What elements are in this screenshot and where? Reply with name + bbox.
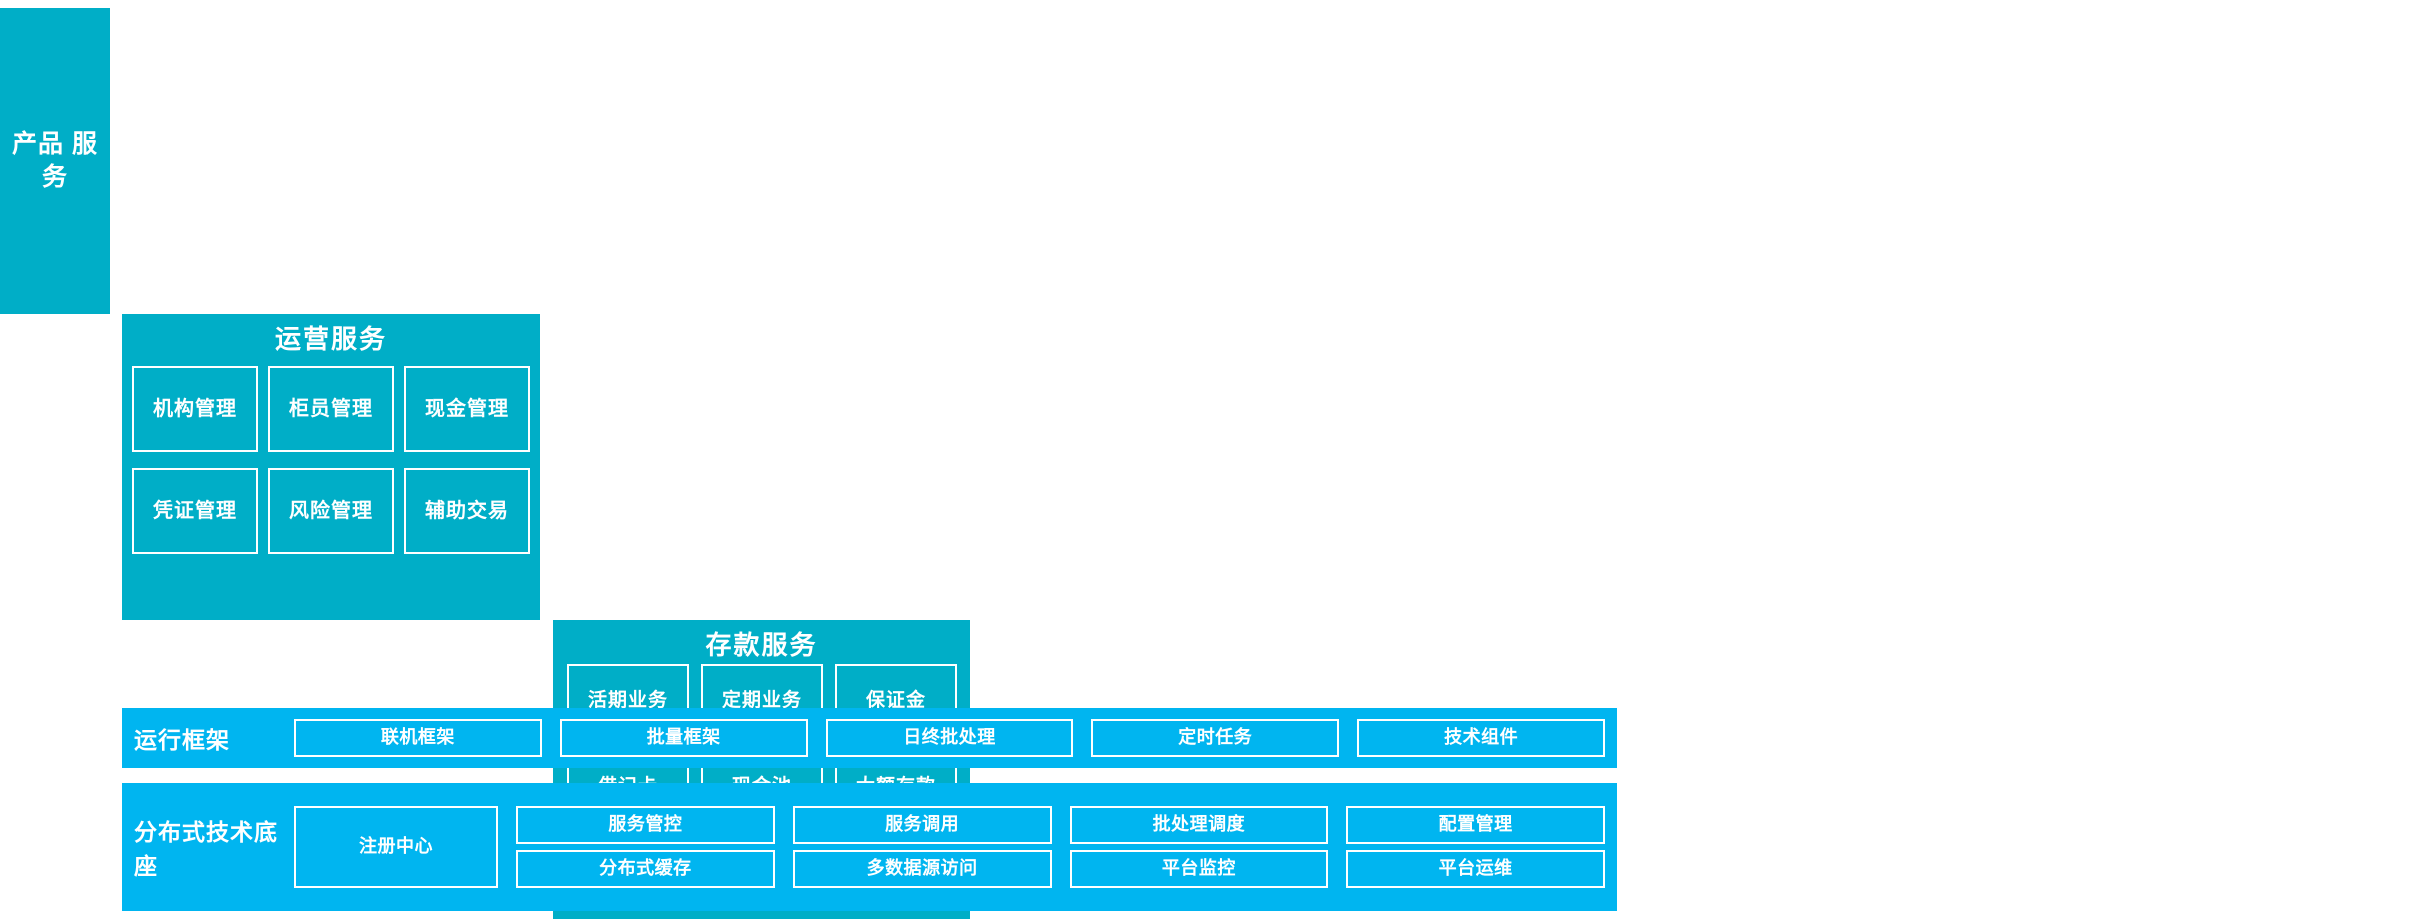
operation-service-tiles: 机构管理 柜员管理 现金管理 凭证管理 风险管理 辅助交易 <box>132 366 530 554</box>
tile-foundation[interactable]: 多数据源访问 <box>792 850 1052 888</box>
rail-line: 产品 <box>12 130 65 158</box>
rail-product-service-label: 产品 服务 <box>0 128 110 194</box>
tile-operation[interactable]: 柜员管理 <box>268 366 394 452</box>
tile-foundation[interactable]: 配置管理 <box>1346 806 1605 844</box>
distributed-foundation-row: 分布式技术底座 注册中心 服务管控 服务调用 批处理调度 配置管理 分布式缓存 … <box>122 783 1617 911</box>
tile-runtime[interactable]: 技术组件 <box>1357 719 1605 757</box>
runtime-framework-label: 运行框架 <box>134 727 230 753</box>
tile-operation[interactable]: 现金管理 <box>404 366 530 452</box>
tile-runtime[interactable]: 批量框架 <box>559 719 808 757</box>
runtime-framework-row: 运行框架 联机框架 批量框架 日终批处理 定时任务 技术组件 <box>122 708 1617 768</box>
tile-runtime[interactable]: 定时任务 <box>1091 719 1340 757</box>
tile-foundation[interactable]: 批处理调度 <box>1069 806 1329 844</box>
tile-foundation[interactable]: 分布式缓存 <box>516 850 775 888</box>
tile-foundation[interactable]: 服务调用 <box>792 806 1052 844</box>
runtime-framework-tiles: 联机框架 批量框架 日终批处理 定时任务 技术组件 <box>294 719 1605 757</box>
rail-product-service: 产品 服务 <box>0 8 110 314</box>
distributed-foundation-tiles: 服务管控 服务调用 批处理调度 配置管理 分布式缓存 多数据源访问 平台监控 平… <box>516 806 1605 888</box>
tile-runtime[interactable]: 日终批处理 <box>825 719 1074 757</box>
tile-operation[interactable]: 凭证管理 <box>132 468 258 554</box>
tile-operation[interactable]: 风险管理 <box>268 468 394 554</box>
tile-operation[interactable]: 辅助交易 <box>404 468 530 554</box>
tile-registry-center[interactable]: 注册中心 <box>294 806 498 888</box>
tile-foundation[interactable]: 平台监控 <box>1069 850 1329 888</box>
group-operation-service: 运营服务 机构管理 柜员管理 现金管理 凭证管理 风险管理 辅助交易 <box>122 314 540 620</box>
tile-runtime[interactable]: 联机框架 <box>294 719 542 757</box>
group-operation-service-title: 运营服务 <box>274 324 387 354</box>
tile-foundation[interactable]: 平台运维 <box>1346 850 1605 888</box>
group-deposit-service-title: 存款服务 <box>705 630 818 660</box>
tile-foundation[interactable]: 服务管控 <box>516 806 775 844</box>
rail-line: 服务 <box>41 130 98 191</box>
tile-operation[interactable]: 机构管理 <box>132 366 258 452</box>
distributed-foundation-label: 分布式技术底座 <box>134 819 278 879</box>
